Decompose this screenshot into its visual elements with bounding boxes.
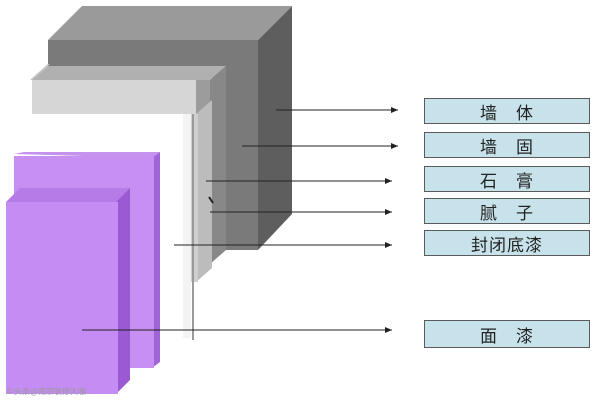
label-putty: 腻 子 [424,198,590,224]
label-gypsum-text: 石 膏 [480,171,534,192]
topcoat-front-block [6,188,130,394]
putty-marker [208,196,214,204]
wall-body-front [48,40,258,250]
label-topcoat-text: 面 漆 [480,326,534,347]
wall-solidifier-top [32,66,226,80]
label-putty-text: 腻 子 [480,203,534,224]
arrows [82,107,398,333]
wall-body-block [48,6,292,250]
wall-body-side [258,6,292,250]
topcoat-front-top [6,188,130,202]
wall-solidifier-side [210,66,226,264]
topcoat-front-face [6,202,118,394]
label-wall-body-text: 墙 体 [480,103,534,124]
label-wall-body: 墙 体 [424,98,590,124]
gypsum-side [196,100,212,282]
topcoat-front-side [116,188,130,394]
gypsum-top [30,64,50,80]
label-wall-solidifier: 墙 固 [424,132,590,158]
label-wall-solidifier-text: 墙 固 [480,137,534,158]
watermark: ©头条@南京装修大咖 [6,387,86,396]
wall-body-top [48,6,292,40]
label-primer: 封闭底漆 [424,230,590,256]
label-primer-text: 封闭底漆 [471,235,543,256]
label-gypsum: 石 膏 [424,166,590,192]
gypsum-front [32,80,196,114]
putty-layer [183,114,191,338]
label-topcoat: 面 漆 [424,320,590,348]
